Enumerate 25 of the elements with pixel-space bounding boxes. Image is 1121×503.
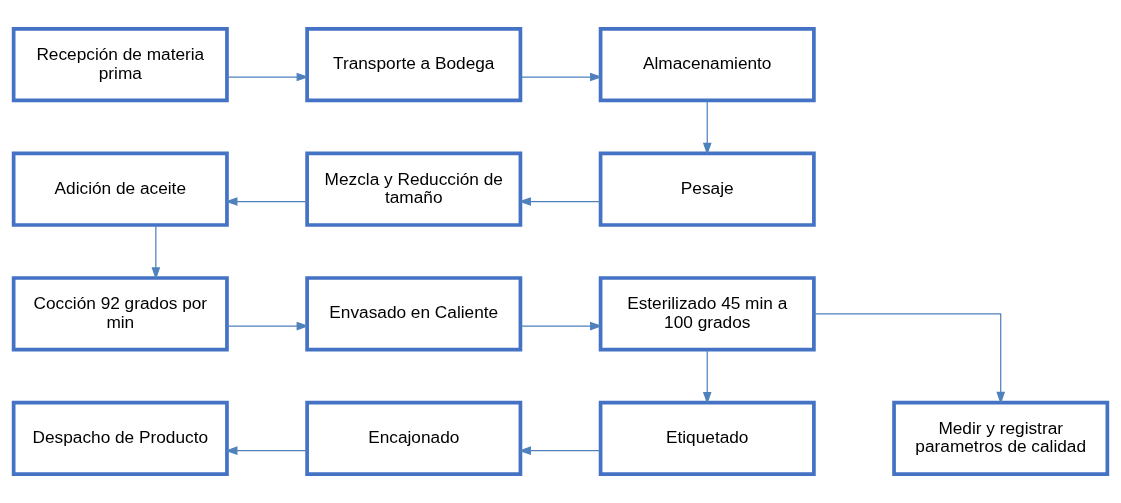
node-box: Cocción 92 grados por min [11, 276, 229, 352]
node-box: Mezcla y Reducción de tamaño [305, 151, 523, 227]
arrow [225, 446, 308, 455]
node-box: Transporte a Bodega [305, 27, 523, 103]
arrow [151, 224, 161, 280]
node-box: Almacenamiento [598, 27, 816, 103]
arrow [226, 321, 309, 331]
arrow [518, 197, 602, 206]
node-box: Pesaje [598, 151, 816, 227]
node-box: Encajonado [305, 400, 523, 476]
node-box: Esterilizado 45 min a 100 grados [598, 276, 816, 352]
node-box: Etiquetado [598, 400, 816, 476]
node-box: Medir y registrar parametros de calidad [892, 400, 1110, 476]
arrow [519, 321, 603, 331]
arrow [518, 446, 602, 455]
node-box: Adición de aceite [11, 151, 229, 227]
arrow [226, 72, 309, 82]
arrow [225, 197, 308, 206]
node-box: Recepción de materia prima [11, 27, 229, 103]
node-box: Envasado en Caliente [305, 276, 523, 352]
arrow [702, 100, 712, 156]
node-box: Despacho de Producto [11, 400, 229, 476]
arrow [813, 313, 1006, 405]
arrow [702, 349, 712, 405]
arrow [519, 72, 603, 82]
